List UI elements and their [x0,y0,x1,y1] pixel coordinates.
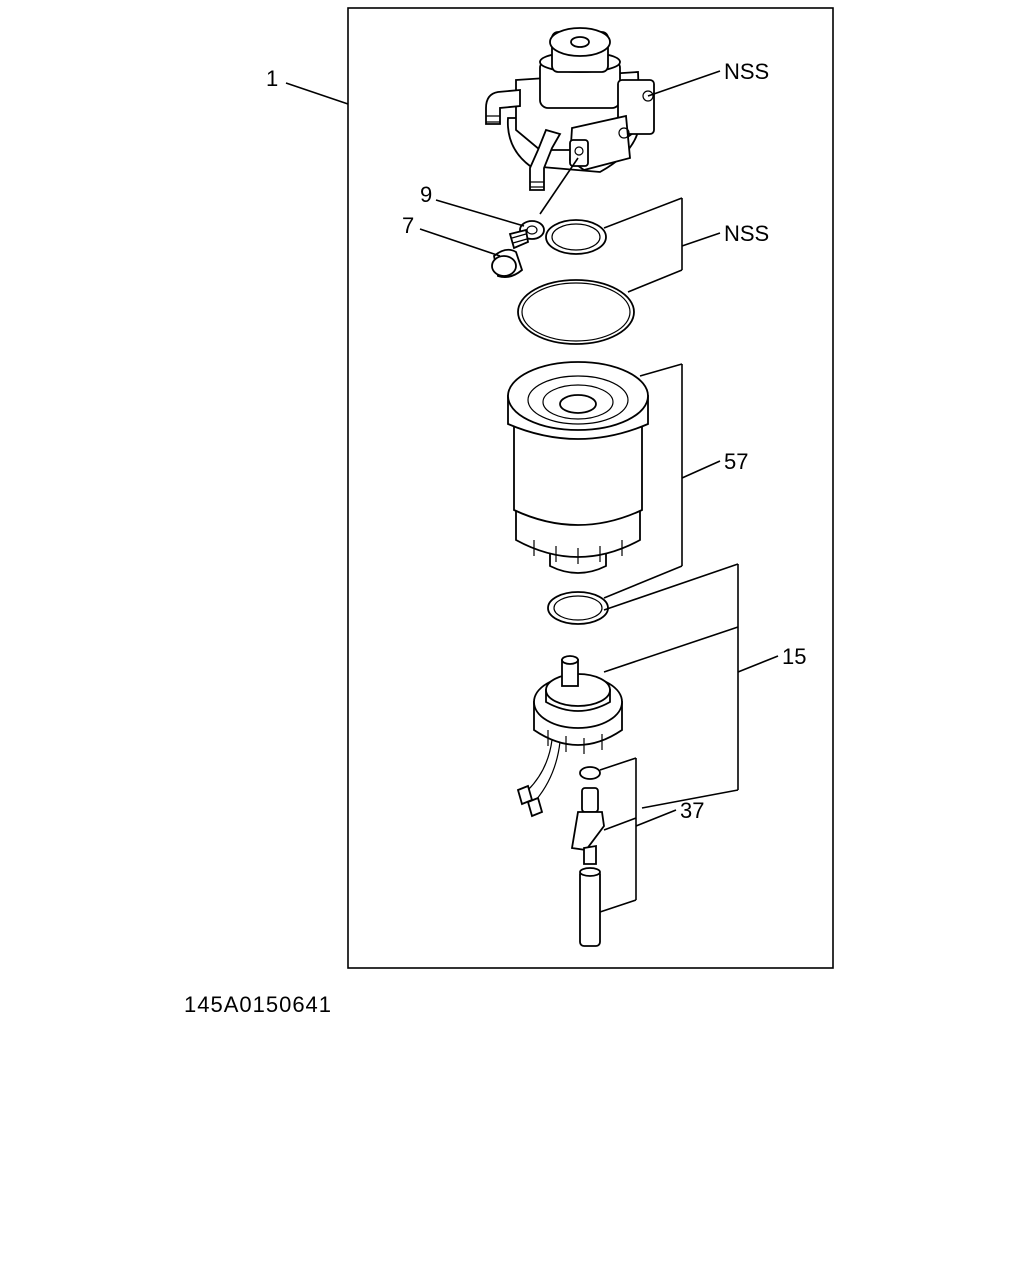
callout-sensor-assembly: 15 [782,644,806,669]
callout-drain-parts: 37 [680,798,704,823]
callout-nss-head: NSS [724,59,769,84]
filter-element [507,361,649,574]
o-ring-large [517,279,635,345]
callout-filter-element: 57 [724,449,748,474]
o-ring-small [545,219,607,255]
callout-bleed-plug: 7 [402,213,414,238]
filter-head [485,27,655,191]
seal-ring-lower [547,591,609,625]
callout-washer: 9 [420,182,432,207]
figure-code: 145A0150641 [184,992,332,1017]
bleed-plug [491,228,530,279]
drain-parts [570,766,605,947]
water-sensor [516,655,623,818]
callout-nss-rings: NSS [724,221,769,246]
leader-lines [285,70,779,913]
callout-assembly: 1 [266,66,278,91]
diagram-frame [347,7,834,969]
